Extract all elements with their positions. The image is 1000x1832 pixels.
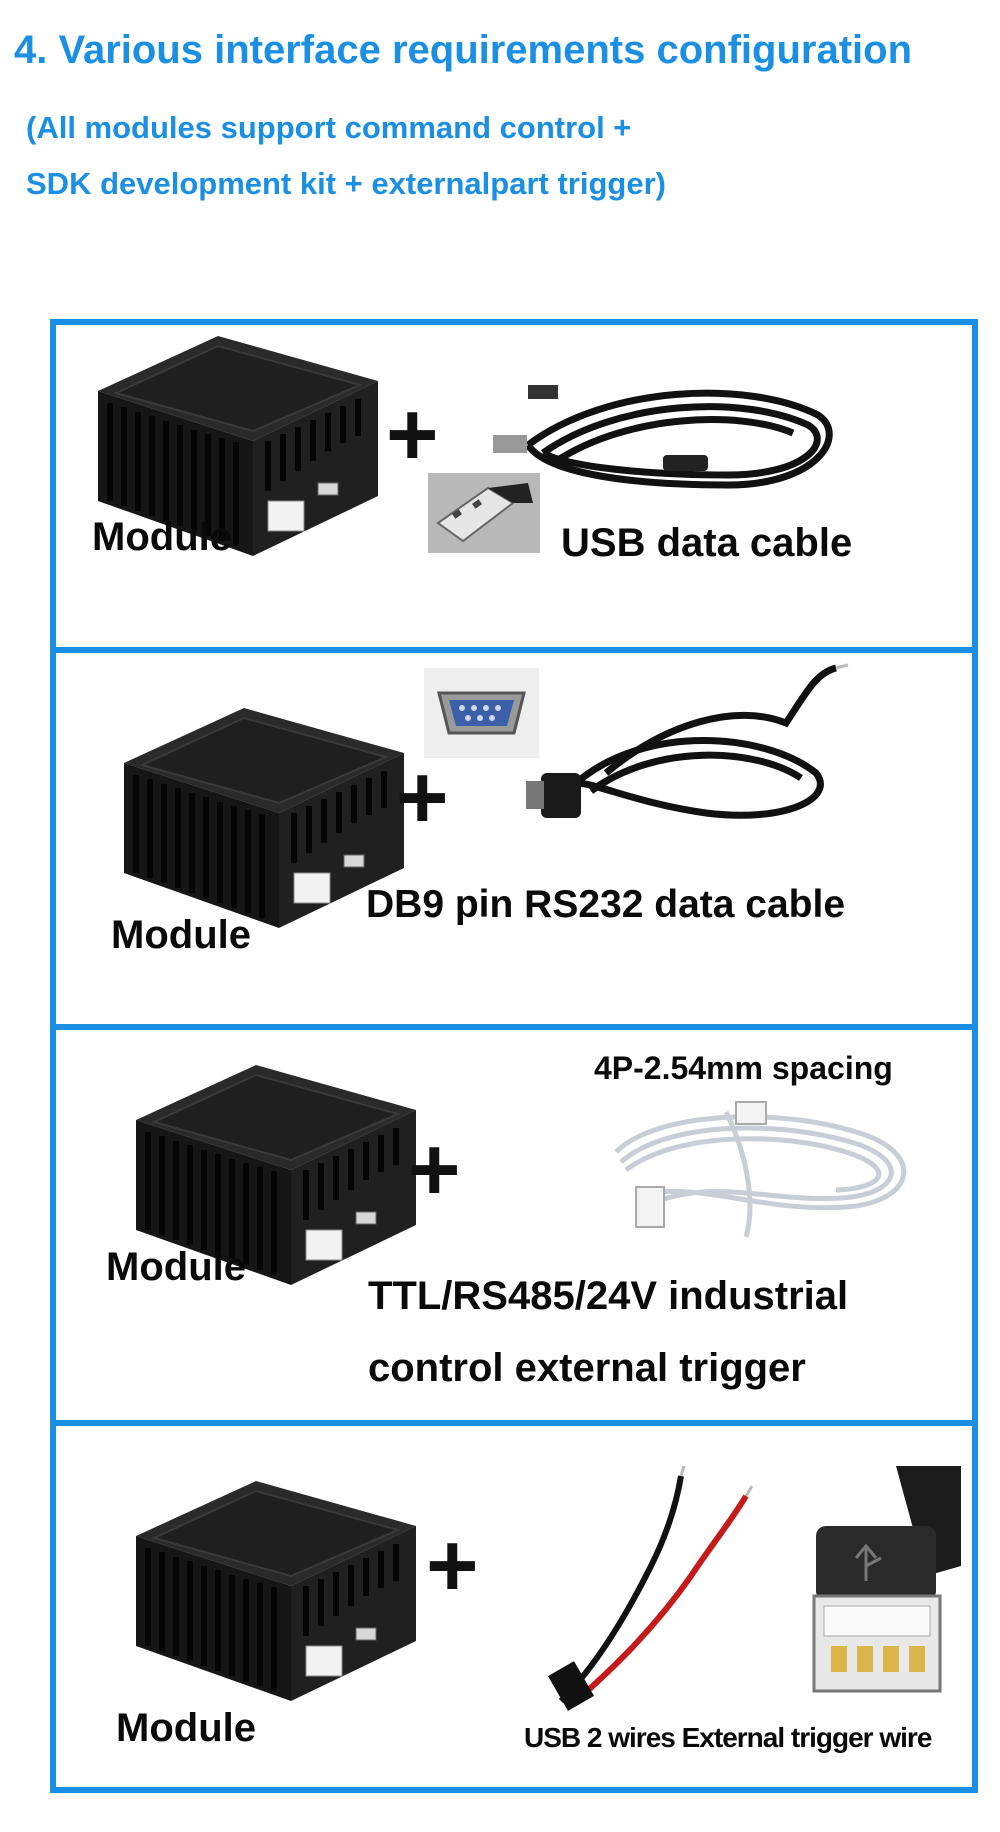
plus-sign: + [426, 1516, 479, 1616]
panel-divider [56, 1420, 972, 1426]
plus-sign: + [408, 1120, 461, 1220]
panel-usb-trigger: Module + USB 2 wires External trigger wi… [56, 1426, 972, 1787]
plus-sign: + [386, 385, 439, 485]
db9-cable-image [526, 663, 849, 819]
module-label: Module [106, 1245, 246, 1289]
4p-cable-image [614, 1101, 906, 1238]
configuration-frame: Module + USB data cable [50, 319, 978, 1793]
module-label: Module [116, 1706, 256, 1750]
cable-label-line-2: control external trigger [368, 1346, 806, 1390]
cable-label-line-1: TTL/RS485/24V industrial [368, 1274, 849, 1318]
module-label: Module [92, 515, 232, 559]
page-subheading: (All modules support command control + S… [26, 100, 666, 212]
cable-label: DB9 pin RS232 data cable [366, 883, 846, 926]
cable-label: USB 2 wires External trigger wire [524, 1722, 932, 1753]
usb-plug-image [812, 1466, 961, 1693]
page-heading: 4. Various interface requirements config… [14, 28, 913, 72]
cable-label: USB data cable [561, 521, 853, 565]
plus-sign: + [396, 748, 449, 848]
panel-ttl: Module + 4P-2.54mm spacing TTL/RS485/24V… [56, 1030, 972, 1420]
two-wire-image [548, 1465, 754, 1711]
module-label: Module [111, 913, 251, 957]
cable-label: TTL/RS485/24V industrial control externa… [368, 1260, 848, 1404]
panel-usb: Module + USB data cable [56, 325, 972, 647]
panel-db9: Module + DB9 pin RS232 data cable [56, 653, 972, 1024]
usb-plug-closeup [428, 473, 540, 553]
panel-divider [56, 1024, 972, 1030]
module-image [136, 1481, 416, 1701]
panel-divider [56, 647, 972, 653]
subheading-line-2: SDK development kit + externalpart trigg… [26, 166, 666, 201]
usb-cable-image [493, 385, 833, 489]
connector-spec-label: 4P-2.54mm spacing [594, 1050, 893, 1086]
module-image [124, 708, 404, 928]
module-image [98, 336, 378, 556]
module-image [136, 1065, 416, 1285]
db9-connector-closeup [424, 668, 539, 758]
subheading-line-1: (All modules support command control + [26, 110, 632, 145]
